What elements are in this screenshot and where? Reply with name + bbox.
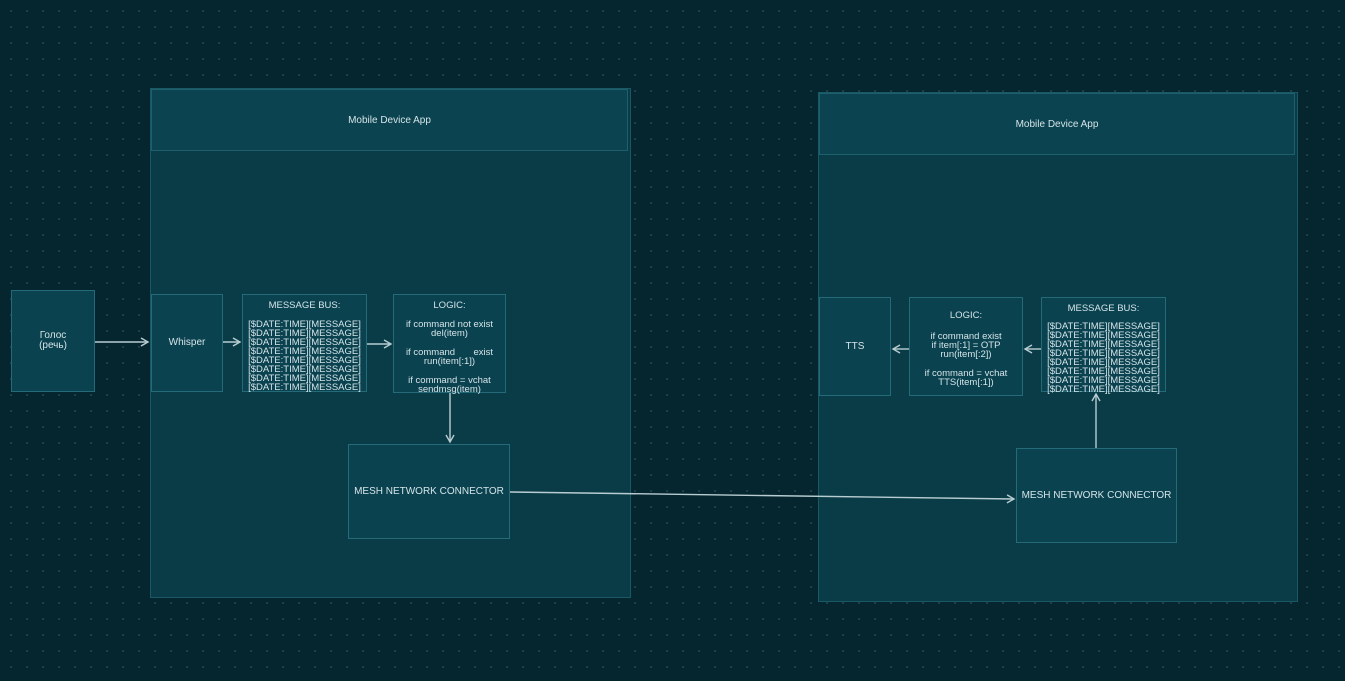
left-bus-line-6: [$DATE:TIME][MESSAGE]: [248, 364, 361, 375]
right-bus-line-6: [$DATE:TIME][MESSAGE]: [1047, 366, 1160, 377]
right-message-bus-node[interactable]: MESSAGE BUS: [$DATE:TIME][MESSAGE] [$DAT…: [1041, 297, 1166, 395]
right-message-bus-title: MESSAGE BUS:: [1067, 303, 1140, 314]
left-bus-line-3: [$DATE:TIME][MESSAGE]: [248, 337, 361, 348]
right-bus-line-8: [$DATE:TIME][MESSAGE]: [1047, 384, 1160, 395]
right-bus-line-5: [$DATE:TIME][MESSAGE]: [1047, 357, 1160, 368]
left-message-bus-node[interactable]: MESSAGE BUS: [$DATE:TIME][MESSAGE] [$DAT…: [242, 294, 367, 392]
left-logic-rule-1: if command not exist del(item): [405, 319, 494, 339]
left-bus-line-1: [$DATE:TIME][MESSAGE]: [248, 319, 361, 330]
left-app-title: Mobile Device App: [348, 114, 431, 126]
left-bus-line-5: [$DATE:TIME][MESSAGE]: [248, 355, 361, 366]
left-logic-rule-3: if command = vchat sendmsg(item): [408, 375, 491, 395]
left-app-header: Mobile Device App: [151, 89, 628, 151]
right-bus-line-7: [$DATE:TIME][MESSAGE]: [1047, 375, 1160, 386]
whisper-label: Whisper: [168, 337, 206, 348]
left-mesh-label: MESH NETWORK CONNECTOR: [354, 485, 504, 497]
tts-node[interactable]: TTS: [819, 297, 891, 396]
left-bus-line-7: [$DATE:TIME][MESSAGE]: [248, 373, 361, 384]
left-logic-title: LOGIC:: [433, 300, 466, 311]
left-mesh-connector-node[interactable]: MESH NETWORK CONNECTOR: [348, 444, 510, 539]
right-logic-rule-2: if command = vchat TTS(item[:1]): [924, 368, 1008, 388]
left-message-bus-title: MESSAGE BUS:: [268, 300, 341, 311]
voice-sublabel: (речь): [39, 340, 67, 351]
right-bus-line-4: [$DATE:TIME][MESSAGE]: [1047, 348, 1160, 359]
left-bus-line-4: [$DATE:TIME][MESSAGE]: [248, 346, 361, 357]
left-logic-node[interactable]: LOGIC: if command not exist del(item) if…: [393, 294, 506, 395]
left-bus-line-2: [$DATE:TIME][MESSAGE]: [248, 328, 361, 339]
right-app-header: Mobile Device App: [819, 93, 1295, 155]
right-logic-title: LOGIC:: [949, 310, 983, 321]
right-logic-node[interactable]: LOGIC: if command exist if item[:1] = OT…: [909, 297, 1023, 396]
right-bus-line-2: [$DATE:TIME][MESSAGE]: [1047, 330, 1160, 341]
voice-input-node[interactable]: Голос (речь): [11, 290, 95, 392]
right-bus-line-1: [$DATE:TIME][MESSAGE]: [1047, 321, 1160, 332]
right-mesh-label: MESH NETWORK CONNECTOR: [1021, 489, 1172, 501]
tts-label: TTS: [845, 340, 865, 352]
right-mesh-connector-node[interactable]: MESH NETWORK CONNECTOR: [1016, 448, 1177, 543]
right-logic-rule-1: if command exist if item[:1] = OTP run(i…: [930, 331, 1002, 360]
left-bus-line-8: [$DATE:TIME][MESSAGE]: [248, 382, 361, 393]
right-app-title: Mobile Device App: [1015, 118, 1099, 130]
left-logic-rule-2: if command exist run(item[:1]): [405, 347, 494, 367]
whisper-node[interactable]: Whisper: [151, 294, 223, 392]
voice-label: Голос: [39, 330, 67, 341]
right-bus-line-3: [$DATE:TIME][MESSAGE]: [1047, 339, 1160, 350]
